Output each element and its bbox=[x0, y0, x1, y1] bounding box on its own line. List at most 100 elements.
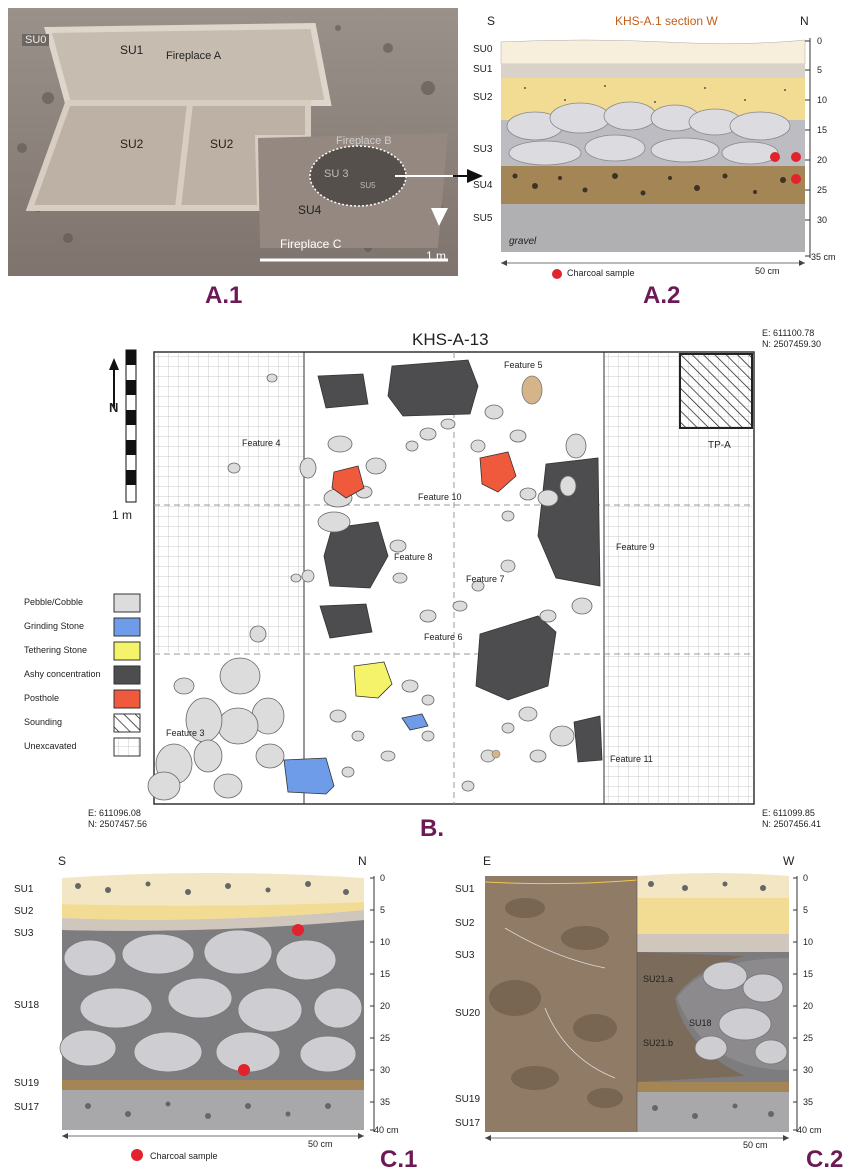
a2-gravel-label: gravel bbox=[509, 236, 537, 247]
a2-tick-25: 25 bbox=[817, 185, 828, 195]
c2-unit-su19: SU19 bbox=[455, 1094, 481, 1105]
c1-unit-su2: SU2 bbox=[14, 906, 34, 917]
plan-coord-tr-e: E: 611100.78 bbox=[762, 328, 815, 338]
feature-8-label: Feature 8 bbox=[394, 552, 433, 562]
c2-unit-su3: SU3 bbox=[455, 950, 475, 961]
photo-label-su0: SU0 bbox=[22, 34, 50, 46]
plan-b-drawing bbox=[109, 349, 755, 805]
photo-label-su1: SU1 bbox=[120, 43, 144, 57]
photo-a1: SU0 SU1 Fireplace A SU2 SU2 Fireplace B … bbox=[8, 8, 458, 276]
c1-dir-left: S bbox=[58, 854, 67, 868]
a2-title: KHS-A.1 section W bbox=[615, 14, 718, 28]
c2-tick-25: 25 bbox=[803, 1033, 814, 1043]
tp-a-label: TP-A bbox=[708, 440, 731, 451]
c1-tick-5: 5 bbox=[380, 905, 386, 915]
plan-scale-label: 1 m bbox=[112, 508, 133, 522]
a2-dir-left: S bbox=[487, 14, 496, 28]
c2-scale-label: 50 cm bbox=[743, 1140, 768, 1150]
c2-tick-20: 20 bbox=[803, 1001, 814, 1011]
legend-sounding: Sounding bbox=[24, 717, 63, 727]
photo-label-fireplace-a: Fireplace A bbox=[166, 50, 222, 62]
legend-grinding: Grinding Stone bbox=[24, 621, 85, 631]
c1-dir-right: N bbox=[358, 854, 367, 868]
photo-a1-drawing bbox=[8, 8, 458, 276]
c2-dir-left: E bbox=[483, 854, 492, 868]
c1-scale-label: 50 cm bbox=[308, 1139, 333, 1149]
c2-unit-su20: SU20 bbox=[455, 1008, 481, 1019]
plan-coord-bl-n: N: 2507457.56 bbox=[88, 819, 148, 829]
c2-unit-su2: SU2 bbox=[455, 918, 475, 929]
plan-coord-br-e: E: 611099.85 bbox=[762, 808, 815, 818]
section-c2-drawing bbox=[484, 873, 798, 1141]
c2-tick-10: 10 bbox=[803, 937, 814, 947]
north-label: N bbox=[109, 400, 119, 415]
photo-label-su2-right: SU2 bbox=[210, 137, 234, 151]
c1-tick-10: 10 bbox=[380, 937, 391, 947]
photo-label-su3: SU 3 bbox=[324, 168, 349, 180]
c1-legend-label: Charcoal sample bbox=[150, 1151, 218, 1161]
section-c2: E W SU1 SU2 SU3 SU20 SU19 SU17 SU21.a SU… bbox=[445, 848, 850, 1150]
a2-tick-10: 10 bbox=[817, 95, 828, 105]
c1-tick-40: 40 cm bbox=[374, 1125, 399, 1135]
photo-label-fireplace-c: Fireplace C bbox=[280, 237, 342, 251]
feature-11-label: Feature 11 bbox=[610, 754, 653, 764]
legend-unexcavated: Unexcavated bbox=[24, 741, 77, 751]
a2-tick-0: 0 bbox=[817, 36, 823, 46]
feature-7-label: Feature 7 bbox=[466, 574, 505, 584]
feature-3-label: Feature 3 bbox=[166, 728, 205, 738]
feature-10-label: Feature 10 bbox=[418, 492, 462, 502]
plan-coord-br-n: N: 2507456.41 bbox=[762, 819, 822, 829]
a2-unit-su3: SU3 bbox=[473, 144, 493, 155]
legend-tethering: Tethering Stone bbox=[24, 645, 88, 655]
c1-unit-su3: SU3 bbox=[14, 928, 34, 939]
section-a2: KHS-A.1 section W S N SU0 SU1 SU2 SU3 SU… bbox=[465, 8, 850, 280]
c1-tick-20: 20 bbox=[380, 1001, 391, 1011]
c1-tick-30: 30 bbox=[380, 1065, 391, 1075]
a2-unit-su4: SU4 bbox=[473, 180, 493, 191]
c1-unit-su18: SU18 bbox=[14, 1000, 40, 1011]
legend-pebble: Pebble/Cobble bbox=[24, 597, 84, 607]
panel-label-c2: C.2 bbox=[806, 1146, 844, 1173]
c2-tick-30: 30 bbox=[803, 1065, 814, 1075]
plan-b: KHS-A-13 E: 611100.78 N: 2507459.30 E: 6… bbox=[8, 316, 850, 838]
c2-tick-15: 15 bbox=[803, 969, 814, 979]
panel-label-b: B. bbox=[420, 815, 444, 842]
section-c1-drawing bbox=[59, 873, 375, 1139]
c1-unit-su1: SU1 bbox=[14, 884, 34, 895]
c2-unit-su17: SU17 bbox=[455, 1118, 481, 1129]
c1-unit-su19: SU19 bbox=[14, 1078, 40, 1089]
a2-tick-20: 20 bbox=[817, 155, 828, 165]
a2-tick-35: 35 cm bbox=[811, 252, 836, 262]
c1-legend-dot bbox=[131, 1149, 143, 1161]
c2-inner-su21a: SU21.a bbox=[643, 974, 674, 984]
photo-scale-label: 1 m bbox=[426, 249, 447, 263]
photo-label-su4: SU4 bbox=[298, 203, 322, 217]
c2-tick-35: 35 bbox=[803, 1097, 814, 1107]
feature-6-label: Feature 6 bbox=[424, 632, 463, 642]
photo-label-fireplace-b: Fireplace B bbox=[336, 135, 392, 147]
a2-tick-5: 5 bbox=[817, 65, 823, 75]
c1-tick-35: 35 bbox=[380, 1097, 391, 1107]
c2-tick-40: 40 cm bbox=[797, 1125, 822, 1135]
c1-unit-su17: SU17 bbox=[14, 1102, 40, 1113]
photo-label-su5: SU5 bbox=[360, 181, 376, 190]
a2-unit-su5: SU5 bbox=[473, 213, 493, 224]
a2-tick-30: 30 bbox=[817, 215, 828, 225]
a2-scale-label: 50 cm bbox=[755, 266, 780, 276]
c2-inner-su18: SU18 bbox=[689, 1018, 712, 1028]
legend-posthole: Posthole bbox=[24, 693, 60, 703]
c1-tick-15: 15 bbox=[380, 969, 391, 979]
a2-unit-su1: SU1 bbox=[473, 64, 493, 75]
c1-tick-25: 25 bbox=[380, 1033, 391, 1043]
panel-label-c1: C.1 bbox=[380, 1146, 418, 1173]
a2-dir-right: N bbox=[800, 14, 809, 28]
c2-unit-su1: SU1 bbox=[455, 884, 475, 895]
c2-tick-0: 0 bbox=[803, 873, 809, 883]
plan-title: KHS-A-13 bbox=[412, 330, 489, 349]
legend-ashy: Ashy concentration bbox=[24, 669, 101, 679]
a2-legend-label: Charcoal sample bbox=[567, 268, 635, 278]
link-arrow bbox=[395, 169, 483, 183]
c1-tick-0: 0 bbox=[380, 873, 386, 883]
a2-unit-su0: SU0 bbox=[473, 44, 493, 55]
plan-coord-tr-n: N: 2507459.30 bbox=[762, 339, 822, 349]
